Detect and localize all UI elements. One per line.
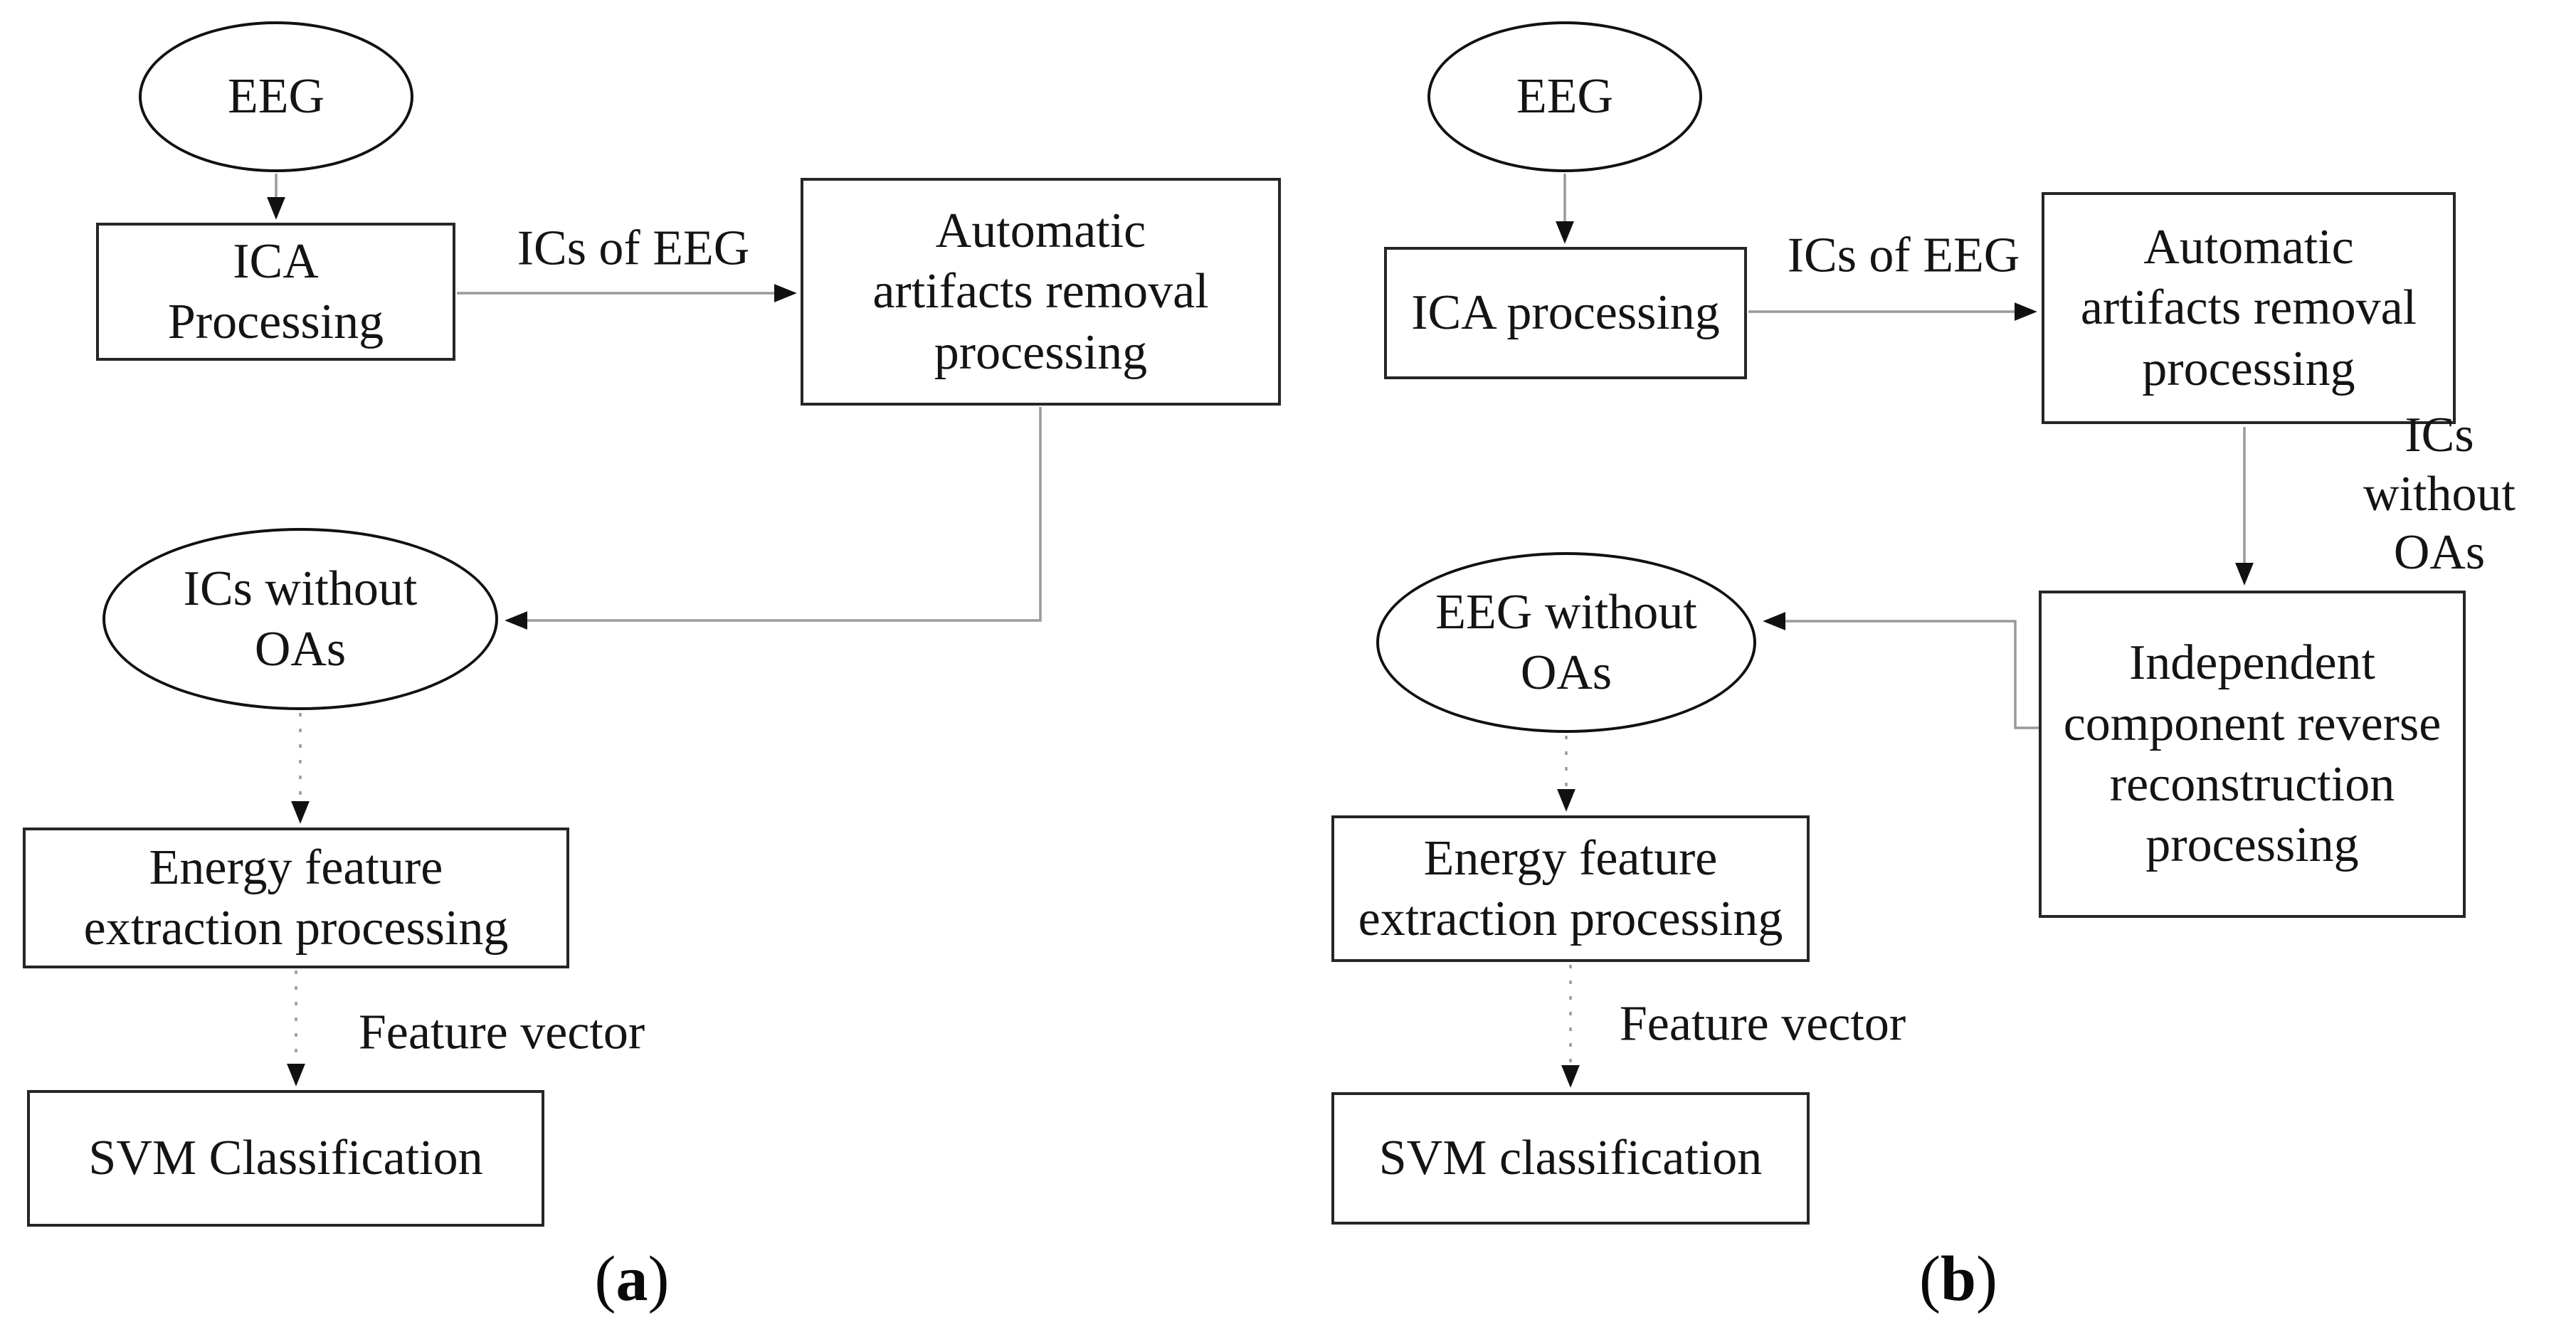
caption-a-close-paren: ) xyxy=(648,1244,670,1314)
node-b-ica-processing: ICA processing xyxy=(1384,247,1747,379)
caption-b-close-paren: ) xyxy=(1976,1244,1998,1314)
caption-b-open-paren: ( xyxy=(1918,1244,1941,1314)
node-b-svm-classification: SVM classification xyxy=(1331,1092,1810,1225)
edge-b-reconstruction-to-eeg-ellipse xyxy=(1763,612,2039,729)
node-a-ica-processing: ICA Processing xyxy=(96,223,455,361)
node-a-energy-extraction: Energy feature extraction processing xyxy=(23,828,569,968)
edge-label-b-feature-vector: Feature vector xyxy=(1619,996,1906,1052)
caption-a-letter: a xyxy=(616,1244,648,1314)
edge-label-b-ics-of-eeg: ICs of EEG xyxy=(1787,228,2020,283)
edge-label-b-ics-without-oas: ICs without OAs xyxy=(2363,408,2516,581)
caption-a-open-paren: ( xyxy=(594,1244,616,1314)
edge-label-a-ics-of-eeg: ICs of EEG xyxy=(517,221,750,276)
node-b-artifact-removal: Automatic artifacts removal processing xyxy=(2042,192,2456,424)
panel-b-caption: (b) xyxy=(1919,1247,1997,1311)
node-b-eeg-start: EEG xyxy=(1427,21,1702,172)
edge-a-removal-to-ics-ellipse xyxy=(505,407,1042,630)
node-a-svm-classification: SVM Classification xyxy=(27,1090,544,1227)
node-a-ics-without-oas: ICs without OAs xyxy=(102,528,498,710)
node-b-reverse-reconstruction: Independent component reverse reconstruc… xyxy=(2039,591,2466,918)
caption-b-letter: b xyxy=(1940,1244,1977,1314)
node-a-eeg-start: EEG xyxy=(139,21,413,172)
panel-a-caption: (a) xyxy=(595,1247,670,1311)
node-a-artifact-removal: Automatic artifacts removal processing xyxy=(801,178,1281,406)
node-b-energy-extraction: Energy feature extraction processing xyxy=(1331,815,1810,962)
node-b-eeg-without-oas: EEG without OAs xyxy=(1376,552,1756,733)
edge-label-a-feature-vector: Feature vector xyxy=(358,1005,645,1060)
